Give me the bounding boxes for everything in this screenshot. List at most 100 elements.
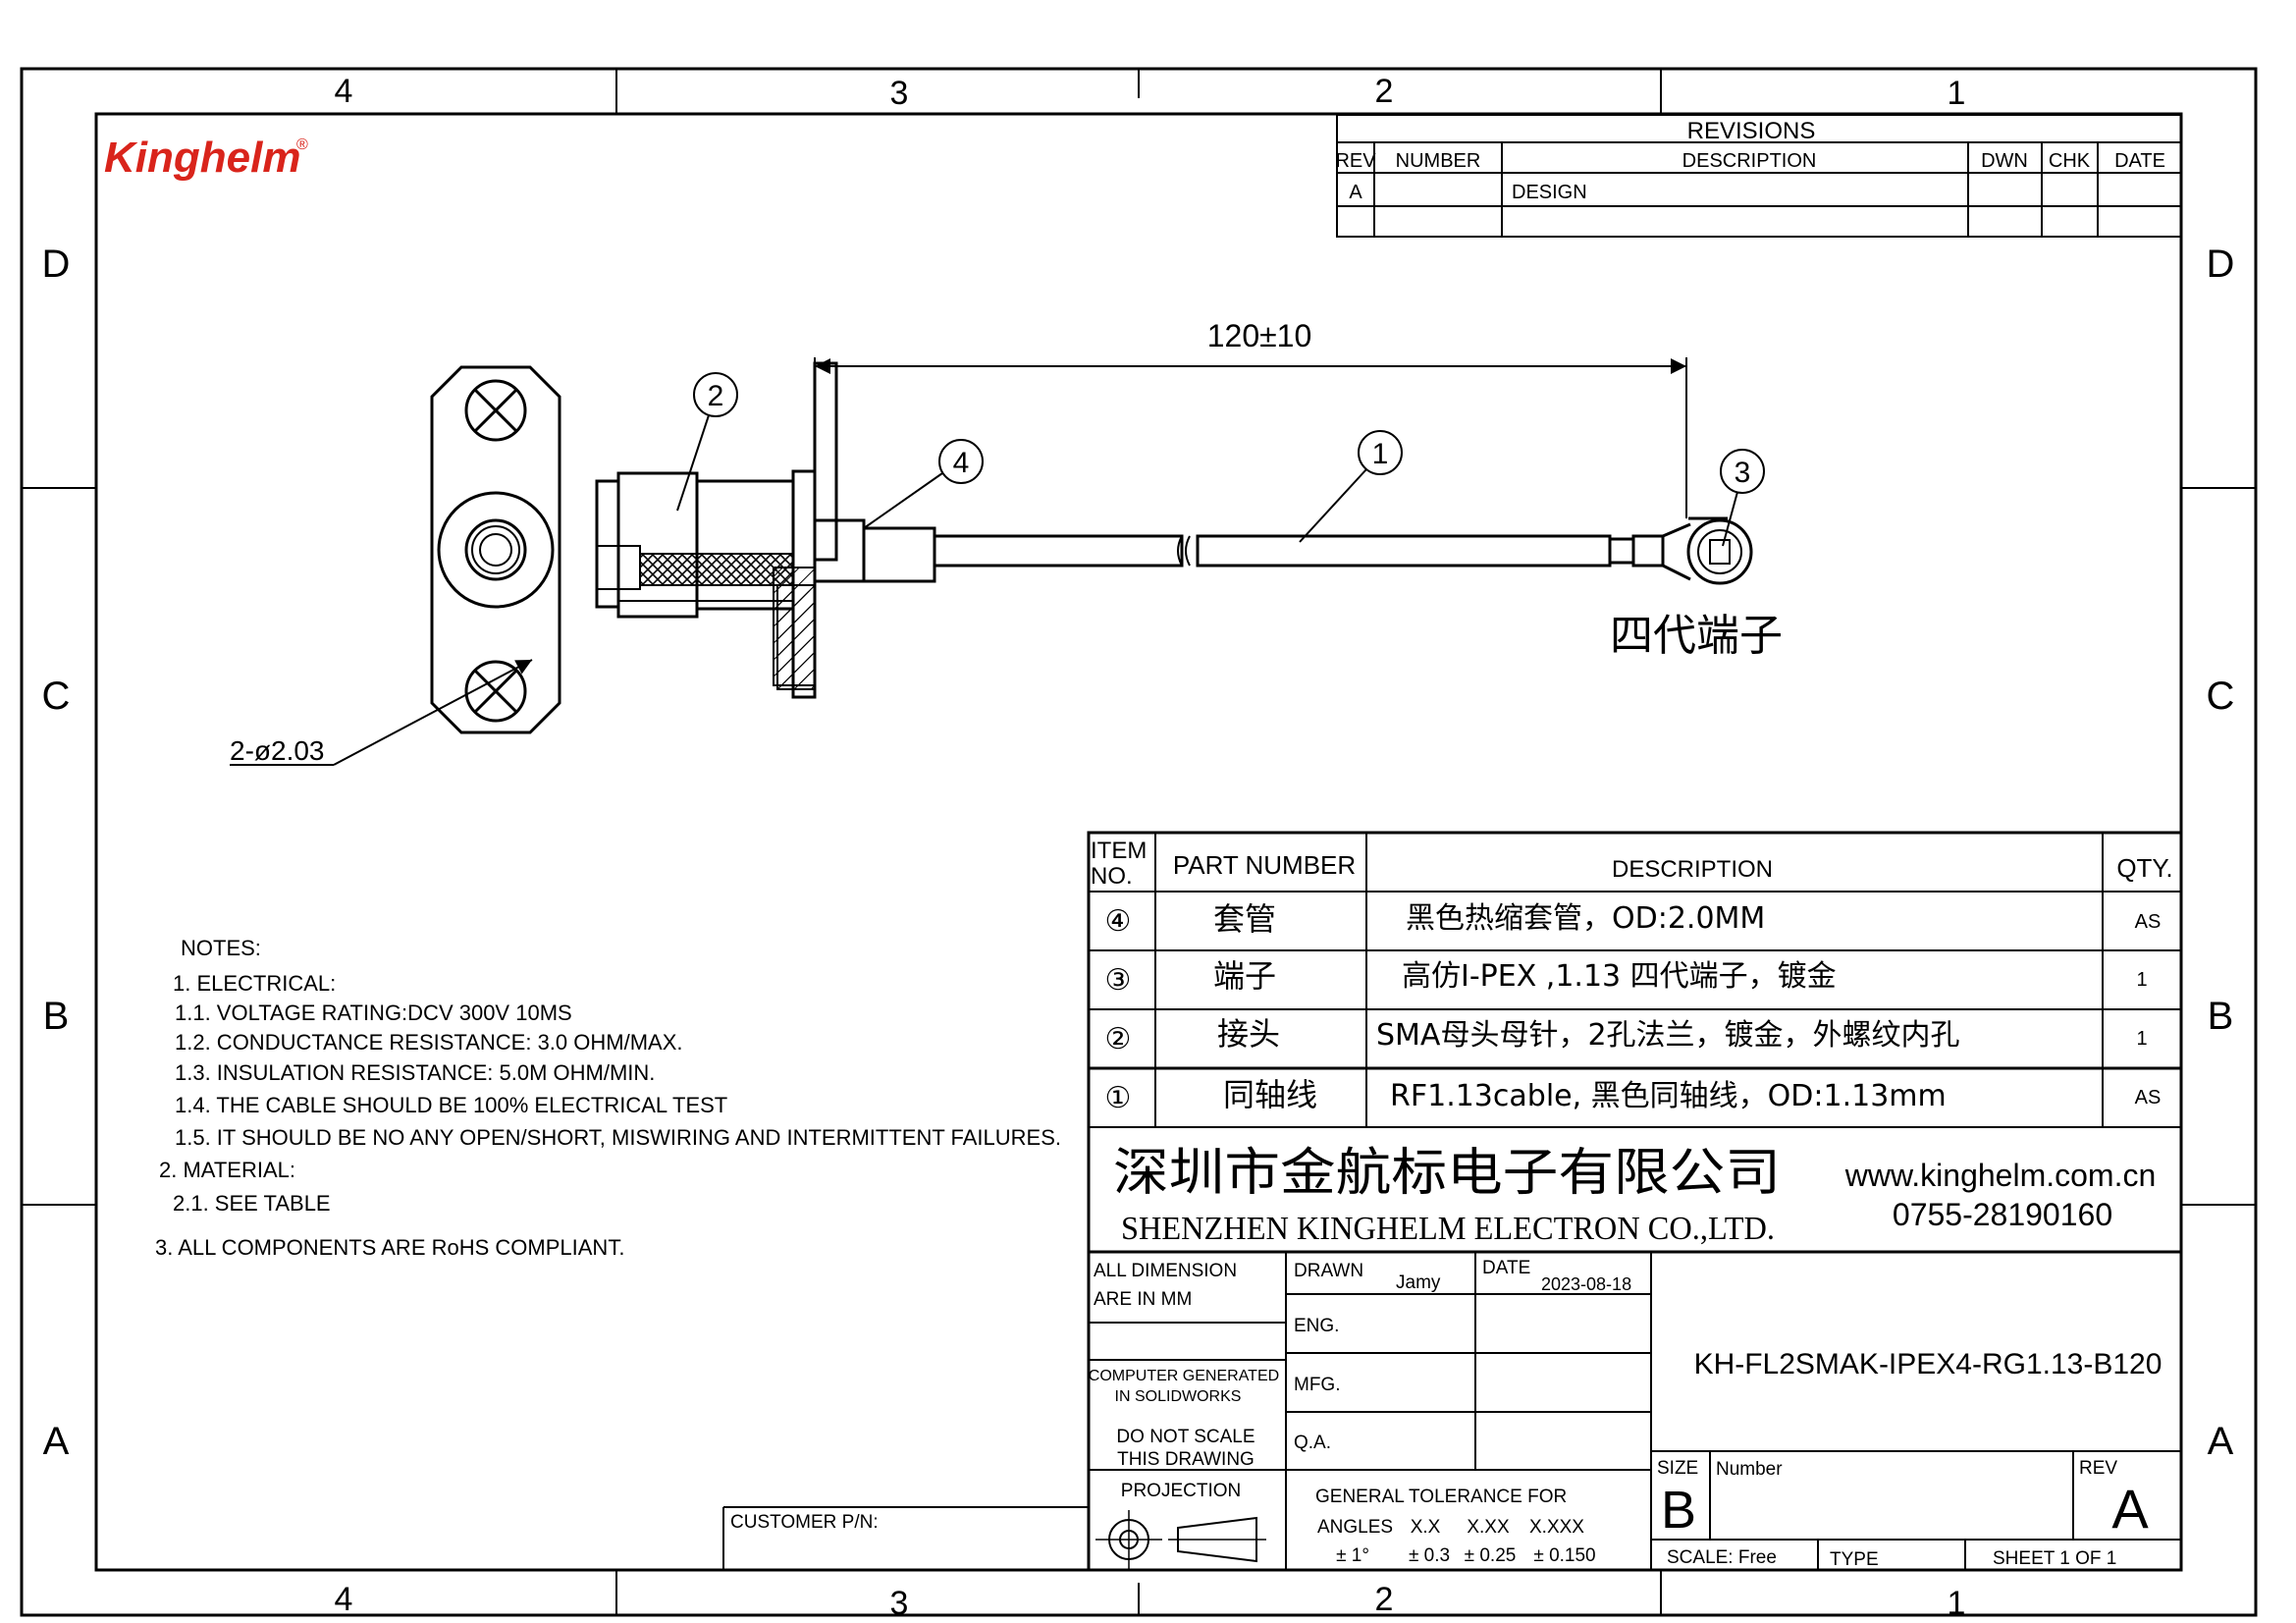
notes: NOTES: 1. ELECTRICAL: 1.1. VOLTAGE RATIN… xyxy=(155,936,1061,1260)
tol-header-angles: ANGLES xyxy=(1317,1517,1393,1538)
zone-col-bottom-3: 3 xyxy=(890,1585,909,1622)
tol-value-xxx: ± 0.25 xyxy=(1465,1545,1517,1566)
note-line: 1.2. CONDUCTANCE RESISTANCE: 3.0 OHM/MAX… xyxy=(175,1030,683,1055)
computer-generated-note-line2: IN SOLIDWORKS xyxy=(1115,1388,1242,1405)
note-line: 1.5. IT SHOULD BE NO ANY OPEN/SHORT, MIS… xyxy=(175,1125,1061,1150)
logo-text: Kinghelm xyxy=(104,134,300,182)
note-line: 3. ALL COMPONENTS ARE RoHS COMPLIANT. xyxy=(155,1235,624,1260)
company-name-en: SHENZHEN KINGHELM ELECTRON CO.,LTD. xyxy=(1121,1211,1775,1247)
note-line: 1.1. VOLTAGE RATING:DCV 300V 10MS xyxy=(175,1001,572,1025)
tol-header-xxxx: X.XXX xyxy=(1529,1517,1584,1538)
flange-front-view xyxy=(430,365,561,734)
balloon-2: 2 xyxy=(676,372,738,512)
balloon-3: 3 xyxy=(1720,449,1765,547)
date-value: 2023-08-18 xyxy=(1541,1274,1631,1294)
bom-desc-header: DESCRIPTION xyxy=(1612,856,1773,883)
rev-label: REV xyxy=(2079,1458,2117,1479)
balloon-4-number: 4 xyxy=(953,447,970,479)
tol-value-xx: ± 0.3 xyxy=(1409,1545,1450,1566)
dims-note: ALL DIMENSION xyxy=(1094,1261,1237,1281)
revision-description: DESIGN xyxy=(1512,182,1587,203)
sma-connector-side-view xyxy=(595,361,1612,699)
zone-row-left-b: B xyxy=(43,995,70,1038)
bom-row-part: 端子 xyxy=(1213,957,1276,995)
balloon-4: 4 xyxy=(863,439,984,529)
zone-row-right-b: B xyxy=(2208,995,2234,1038)
revision-row: A DESIGN xyxy=(1349,182,1586,203)
rev-value: A xyxy=(2111,1478,2149,1540)
logo-registered-mark: ® xyxy=(296,136,308,153)
zone-col-top-1: 1 xyxy=(1948,75,1966,112)
do-not-scale-note-line2: THIS DRAWING xyxy=(1117,1449,1255,1470)
zone-col-top-3: 3 xyxy=(890,75,909,112)
balloon-2-number: 2 xyxy=(708,380,724,412)
type-field: TYPE xyxy=(1830,1549,1879,1570)
terminal-label: 四代端子 xyxy=(1610,611,1783,661)
note-line: 2.1. SEE TABLE xyxy=(173,1191,331,1216)
revisions-title: REVISIONS xyxy=(1687,118,1816,144)
tol-header-xxx: X.XX xyxy=(1467,1517,1510,1538)
tol-value-xxxx: ± 0.150 xyxy=(1533,1545,1595,1566)
zone-col-bottom-4: 4 xyxy=(335,1581,353,1618)
balloon-3-number: 3 xyxy=(1735,457,1751,489)
rev-header: REV xyxy=(1335,150,1376,172)
number-header: NUMBER xyxy=(1396,150,1481,172)
zone-row-right-c: C xyxy=(2207,675,2235,718)
description-header: DESCRIPTION xyxy=(1682,150,1817,172)
zone-col-top-4: 4 xyxy=(335,73,353,110)
scale-field: SCALE: Free xyxy=(1667,1547,1777,1568)
bom-row-part: 同轴线 xyxy=(1223,1076,1317,1113)
tol-header-xx: X.X xyxy=(1411,1517,1441,1538)
mfg-label: MFG. xyxy=(1294,1375,1341,1395)
bom-row: ② 接头 SMA母头母针，2孔法兰，镀金，外螺纹内孔 1 xyxy=(1105,1015,2148,1056)
bom-row-desc: SMA母头母针，2孔法兰，镀金，外螺纹内孔 xyxy=(1376,1018,1960,1053)
note-line: 1.4. THE CABLE SHOULD BE 100% ELECTRICAL… xyxy=(175,1093,727,1117)
bom-row-qty: AS xyxy=(2135,1087,2162,1109)
company-name-cn: 深圳市金航标电子有限公司 xyxy=(1113,1144,1781,1203)
part-number: KH-FL2SMAK-IPEX4-RG1.13-B120 xyxy=(1694,1348,2163,1380)
customer-pn-label: CUSTOMER P/N: xyxy=(730,1512,879,1533)
projection-label: PROJECTION xyxy=(1121,1481,1241,1501)
bom-qty-header: QTY. xyxy=(2116,853,2172,883)
bom-row: ③ 端子 高仿I-PEX ,1.13 四代端子，镀金 1 xyxy=(1105,957,2148,998)
zone-col-top-2: 2 xyxy=(1375,73,1394,110)
zone-row-left-a: A xyxy=(43,1420,70,1463)
ipex-terminal xyxy=(1608,516,1753,585)
zone-col-bottom-1: 1 xyxy=(1948,1585,1966,1622)
bom-row-item: ④ xyxy=(1105,904,1132,939)
bom-row-desc: RF1.13cable, 黑色同轴线，OD:1.13mm xyxy=(1390,1079,1947,1113)
computer-generated-note: COMPUTER GENERATED xyxy=(1089,1368,1279,1384)
zone-col-bottom-2: 2 xyxy=(1375,1581,1394,1618)
bom-row-desc: 高仿I-PEX ,1.13 四代端子，镀金 xyxy=(1402,959,1837,994)
zone-row-right-d: D xyxy=(2207,243,2235,286)
hole-callout: 2-ø2.03 xyxy=(230,659,533,766)
zone-labels: 4 3 2 1 4 3 2 1 D C B A D C B A xyxy=(42,73,2235,1622)
revision-rev: A xyxy=(1349,182,1362,203)
bom-row: ④ 套管 黑色热缩套管，OD:2.0MM AS xyxy=(1105,900,2162,939)
date-label: DATE xyxy=(1482,1258,1530,1278)
company-phone: 0755-28190160 xyxy=(1893,1197,2112,1232)
chk-header: CHK xyxy=(2049,150,2091,172)
bom-row-qty: AS xyxy=(2135,911,2162,933)
zone-row-right-a: A xyxy=(2208,1420,2234,1463)
bom-item-header: ITEM xyxy=(1091,838,1147,864)
hole-callout-text: 2-ø2.03 xyxy=(230,735,325,766)
tol-value-angles: ± 1° xyxy=(1336,1545,1369,1566)
qa-label: Q.A. xyxy=(1294,1433,1331,1453)
bom-row-part: 接头 xyxy=(1217,1015,1280,1053)
bom-row-desc: 黑色热缩套管，OD:2.0MM xyxy=(1406,901,1765,936)
note-line: 1.3. INSULATION RESISTANCE: 5.0M OHM/MIN… xyxy=(175,1060,655,1085)
bom-row-qty: 1 xyxy=(2136,969,2147,991)
bom-part-header: PART NUMBER xyxy=(1173,850,1356,880)
dwn-header: DWN xyxy=(1981,150,2028,172)
length-dimension-text: 120±10 xyxy=(1207,318,1312,353)
number-label: Number xyxy=(1716,1459,1783,1480)
bom-row: ① 同轴线 RF1.13cable, 黑色同轴线，OD:1.13mm AS xyxy=(1105,1076,2162,1115)
date-header: DATE xyxy=(2114,150,2165,172)
projection-symbol xyxy=(1095,1510,1266,1569)
bom-row-item: ② xyxy=(1105,1022,1132,1056)
length-dimension: 120±10 xyxy=(814,318,1687,518)
note-line: 2. MATERIAL: xyxy=(159,1158,295,1182)
drawn-label: DRAWN xyxy=(1294,1261,1363,1281)
